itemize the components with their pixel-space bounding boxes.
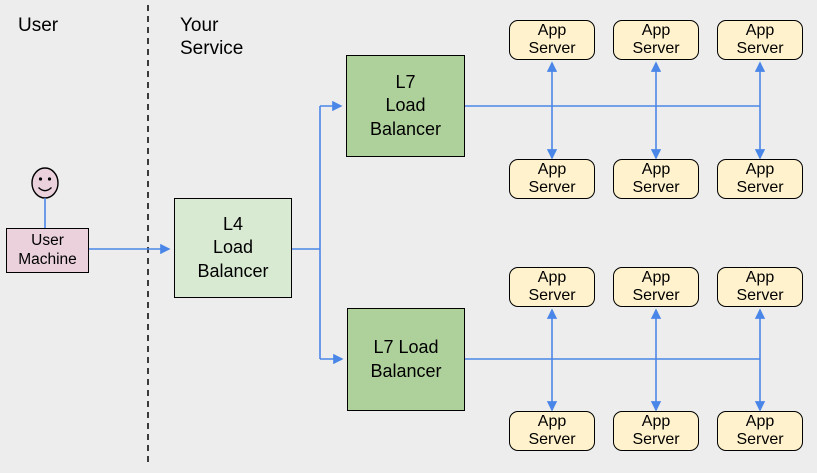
app-server-node: App Server (509, 20, 595, 60)
l7-load-balancer-top-node: L7 Load Balancer (346, 55, 465, 157)
app-server-node: App Server (613, 267, 699, 307)
service-zone-label: Your Service (180, 15, 244, 60)
app-server-node: App Server (613, 20, 699, 60)
app-server-node: App Server (717, 20, 803, 60)
user-zone-label: User (18, 15, 59, 36)
connectors (44, 61, 766, 412)
user-machine-node: User Machine (6, 228, 89, 273)
l4-load-balancer-node: L4 Load Balancer (174, 198, 292, 298)
l7-load-balancer-bottom-node: L7 Load Balancer (347, 308, 465, 411)
app-server-node: App Server (717, 411, 803, 451)
app-server-node: App Server (509, 159, 595, 199)
app-server-node: App Server (717, 159, 803, 199)
app-server-node: App Server (613, 411, 699, 451)
edge-l4-branch (292, 106, 321, 359)
app-server-node: App Server (613, 159, 699, 199)
app-server-node: App Server (509, 411, 595, 451)
app-server-node: App Server (717, 267, 803, 307)
smiley-face-icon (31, 167, 59, 199)
app-server-node: App Server (509, 267, 595, 307)
